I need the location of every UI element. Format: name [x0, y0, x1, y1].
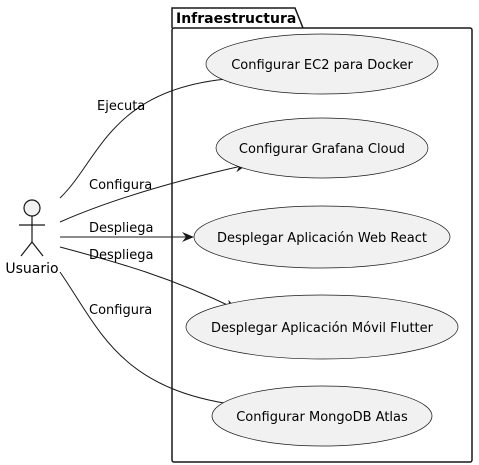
infraestructura-package: Infraestructura [171, 7, 473, 463]
use-case-label: Configurar Grafana Cloud [239, 142, 405, 157]
relation-edge [59, 271, 246, 410]
package-body [171, 27, 473, 463]
use-case-ellipse [185, 294, 459, 360]
relation-label: Ejecuta [97, 99, 145, 114]
use-case-flutter: Desplegar Aplicación Móvil Flutter [185, 294, 459, 360]
relation-label: Despliega [89, 221, 153, 236]
relation-edge [59, 162, 247, 223]
relations [59, 73, 247, 410]
actor-head-icon [23, 199, 41, 217]
relation-label: Configura [89, 303, 152, 318]
use-case-ec2: Configurar EC2 para Docker [205, 33, 439, 95]
relation-label: Despliega [89, 248, 153, 263]
use-case-label: Desplegar Aplicación Móvil Flutter [211, 321, 434, 336]
use-case-ellipse [193, 205, 451, 269]
use-case-react: Desplegar Aplicación Web React [193, 205, 451, 269]
package-title: Infraestructura [176, 11, 296, 27]
relation-edge [59, 246, 237, 310]
actor-left-leg [20, 241, 33, 257]
actor-label: Usuario [5, 261, 58, 277]
use-case-label: Configurar MongoDB Atlas [236, 410, 408, 425]
use-case-grafana: Configurar Grafana Cloud [215, 117, 429, 179]
actor-right-leg [31, 241, 44, 257]
relation-label: Configura [89, 178, 152, 193]
use-case-label: Configurar EC2 para Docker [231, 58, 413, 73]
use-case-label: Desplegar Aplicación Web React [217, 231, 427, 246]
use-case-ellipse [215, 117, 429, 179]
package-tab [171, 7, 304, 29]
use-case-ellipse [205, 33, 439, 95]
use-case-mongodb: Configurar MongoDB Atlas [211, 385, 433, 447]
actor-usuario [19, 199, 45, 257]
relation-edge [59, 73, 241, 199]
use-case-ellipse [211, 385, 433, 447]
